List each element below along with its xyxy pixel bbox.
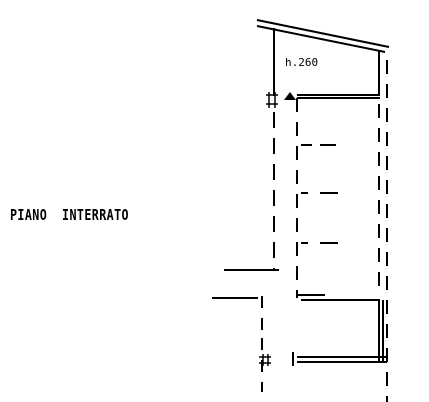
- room-height-label: h.260: [285, 56, 318, 69]
- floor-title: PIANO INTERRATO: [10, 206, 129, 224]
- level-marker-icon: [284, 92, 296, 100]
- lower-room-walls: [292, 294, 387, 366]
- lower-left-edges: [212, 269, 279, 392]
- right-dashed-walls: [378, 60, 388, 402]
- roof-edge: [256, 19, 390, 53]
- door-swing-icon: [266, 92, 278, 108]
- upper-room-walls: [273, 28, 380, 99]
- lower-door-icon: [259, 354, 271, 366]
- inner-wall: [296, 98, 338, 298]
